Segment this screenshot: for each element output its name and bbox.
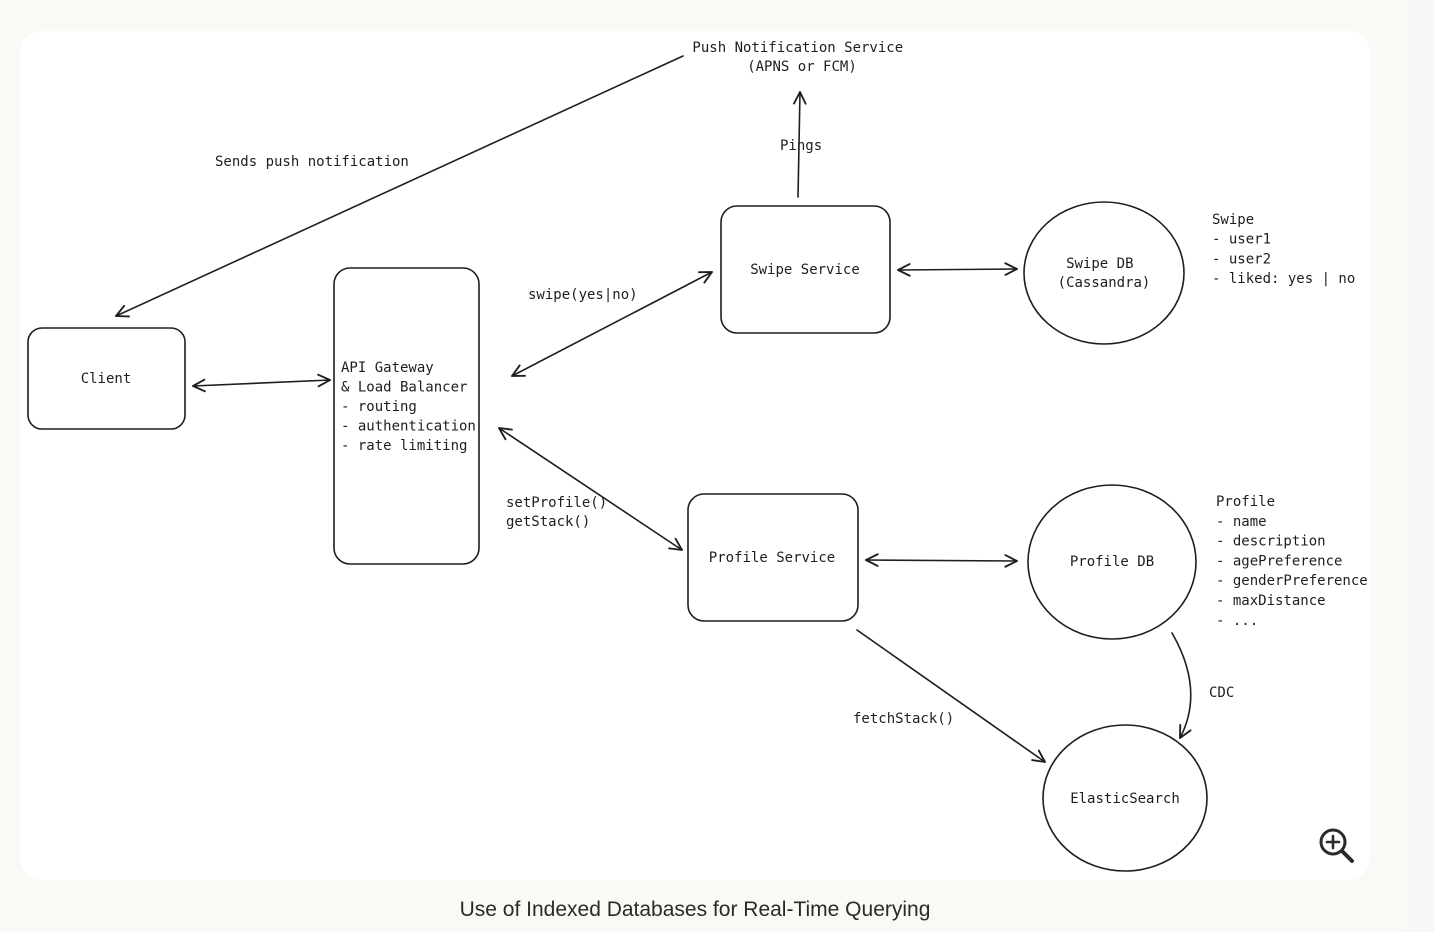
client-label: Client (81, 371, 132, 387)
client-node (27, 327, 186, 430)
scrollbar-track[interactable] (1406, 0, 1434, 932)
edge-profiledb-elastic (1171, 632, 1192, 739)
swipe-service-label: Swipe Service (750, 262, 860, 278)
swipe-schema-note: Swipe - user1 - user2 - liked: yes | no (1212, 212, 1355, 287)
zoom-in-icon (1319, 828, 1354, 863)
profile-schema-note: Profile - name - description - agePrefer… (1216, 494, 1376, 629)
swipe-db-label: Swipe DB (Cassandra) (1058, 256, 1151, 291)
edge-client-gateway (192, 373, 331, 393)
edge-label-sends-push: Sends push notification (215, 154, 409, 170)
profile-db-node (1027, 484, 1197, 640)
edge-gateway-swipe (511, 271, 713, 377)
profile-db-label: Profile DB (1070, 554, 1154, 570)
profile-service-node (687, 493, 859, 622)
edge-label-set-get: setProfile() getStack() (506, 495, 616, 530)
elasticsearch-label: ElasticSearch (1070, 791, 1180, 807)
swipe-service-node (720, 205, 891, 334)
edge-profile-elastic (856, 629, 1046, 763)
api-gateway-node (333, 267, 480, 565)
api-gateway-label: API Gateway & Load Balancer - routing - … (341, 360, 484, 454)
edge-label-swipe: swipe(yes|no) (528, 287, 638, 303)
edge-profile-profiledb (865, 553, 1018, 568)
edge-label-fetch-stack: fetchStack() (853, 711, 954, 727)
profile-service-label: Profile Service (709, 550, 835, 566)
edge-label-cdc: CDC (1209, 685, 1234, 701)
edge-gateway-profile (498, 427, 683, 551)
zoom-in-button[interactable] (1314, 826, 1358, 866)
elasticsearch-node (1042, 724, 1208, 872)
swipe-db-node (1023, 201, 1185, 345)
figure-caption: Use of Indexed Databases for Real-Time Q… (459, 898, 931, 921)
push-notification-service-label: Push Notification Service (APNS or FCM) (692, 40, 911, 75)
edge-swipe-to-push (793, 91, 807, 198)
edge-swipe-swipedb (897, 262, 1018, 277)
edge-push-to-client (115, 55, 684, 318)
edge-label-pings: Pings (780, 138, 822, 154)
